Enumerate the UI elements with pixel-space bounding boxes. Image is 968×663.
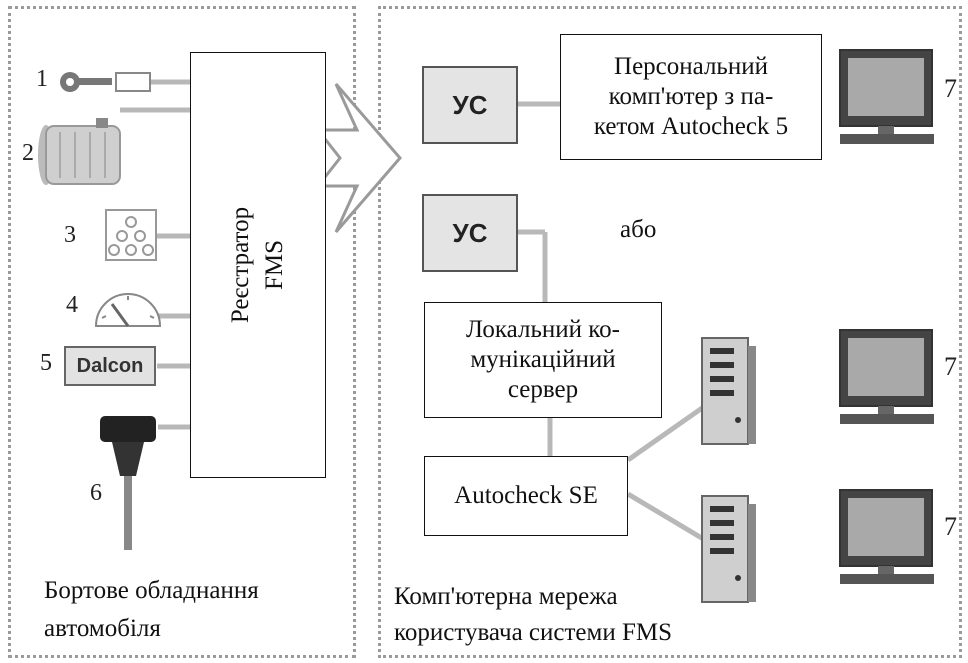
us-box-bottom: УС xyxy=(422,194,518,272)
server-box-line1: Локальний ко- xyxy=(466,316,620,343)
item-number-2: 2 xyxy=(22,140,34,166)
monitor-icon-middle xyxy=(839,329,934,424)
item-number-4: 4 xyxy=(66,292,78,318)
item-number-6: 6 xyxy=(90,480,102,506)
pc-box-line2: комп'ютер з па- xyxy=(608,83,774,110)
pc-box-line3: кетом Autocheck 5 xyxy=(593,113,789,140)
sensor-icon xyxy=(105,209,157,261)
server-tower-icon-upper xyxy=(701,337,756,445)
data-transfer-arrow-icon xyxy=(314,83,402,233)
server-box-line2: мунікаційний xyxy=(470,346,616,373)
server-tower-icon-lower xyxy=(701,495,756,603)
speedometer-gauge-icon xyxy=(94,293,162,327)
autocheck-se-label: Autocheck SE xyxy=(454,482,598,509)
monitor-number-middle: 7 xyxy=(944,352,957,381)
local-server-box: Локальний ко- мунікаційний сервер xyxy=(424,302,662,418)
or-label: або xyxy=(620,216,657,243)
user-network-panel xyxy=(378,6,962,658)
item-number-5: 5 xyxy=(40,350,52,376)
item-number-3: 3 xyxy=(64,222,76,248)
pc-box-line1: Персональний xyxy=(614,53,768,80)
monitor-icon-bottom xyxy=(839,489,934,584)
monitor-number-top: 7 xyxy=(944,74,957,103)
us-label-bottom: УС xyxy=(452,217,488,248)
us-label-top: УС xyxy=(452,89,488,120)
generator-icon xyxy=(38,118,121,185)
personal-computer-box: Персональний комп'ютер з па- кетом Autoc… xyxy=(560,34,822,160)
dalcon-device: Dalcon xyxy=(64,346,156,386)
dalcon-label: Dalcon xyxy=(76,354,144,377)
us-box-top: УС xyxy=(422,66,518,144)
left-caption-line2: автомобіля xyxy=(44,615,161,642)
antenna-connector-icon xyxy=(100,416,156,550)
fms-recorder-label: Реєстратор FMS xyxy=(227,206,288,324)
left-caption-line1: Бортове обладнання xyxy=(44,577,259,604)
right-caption-line2: користувача системи FMS xyxy=(394,619,673,646)
right-caption-line1: Комп'ютерна мережа xyxy=(394,583,618,610)
monitor-number-bottom: 7 xyxy=(944,512,957,541)
server-box-line3: сервер xyxy=(507,376,579,403)
monitor-icon-top xyxy=(839,49,934,144)
onboard-equipment-panel xyxy=(8,6,356,658)
ignition-key-icon xyxy=(60,72,151,92)
item-number-1: 1 xyxy=(36,66,48,92)
fms-recorder-box: Реєстратор FMS xyxy=(190,52,326,478)
autocheck-se-box: Autocheck SE xyxy=(424,456,628,536)
